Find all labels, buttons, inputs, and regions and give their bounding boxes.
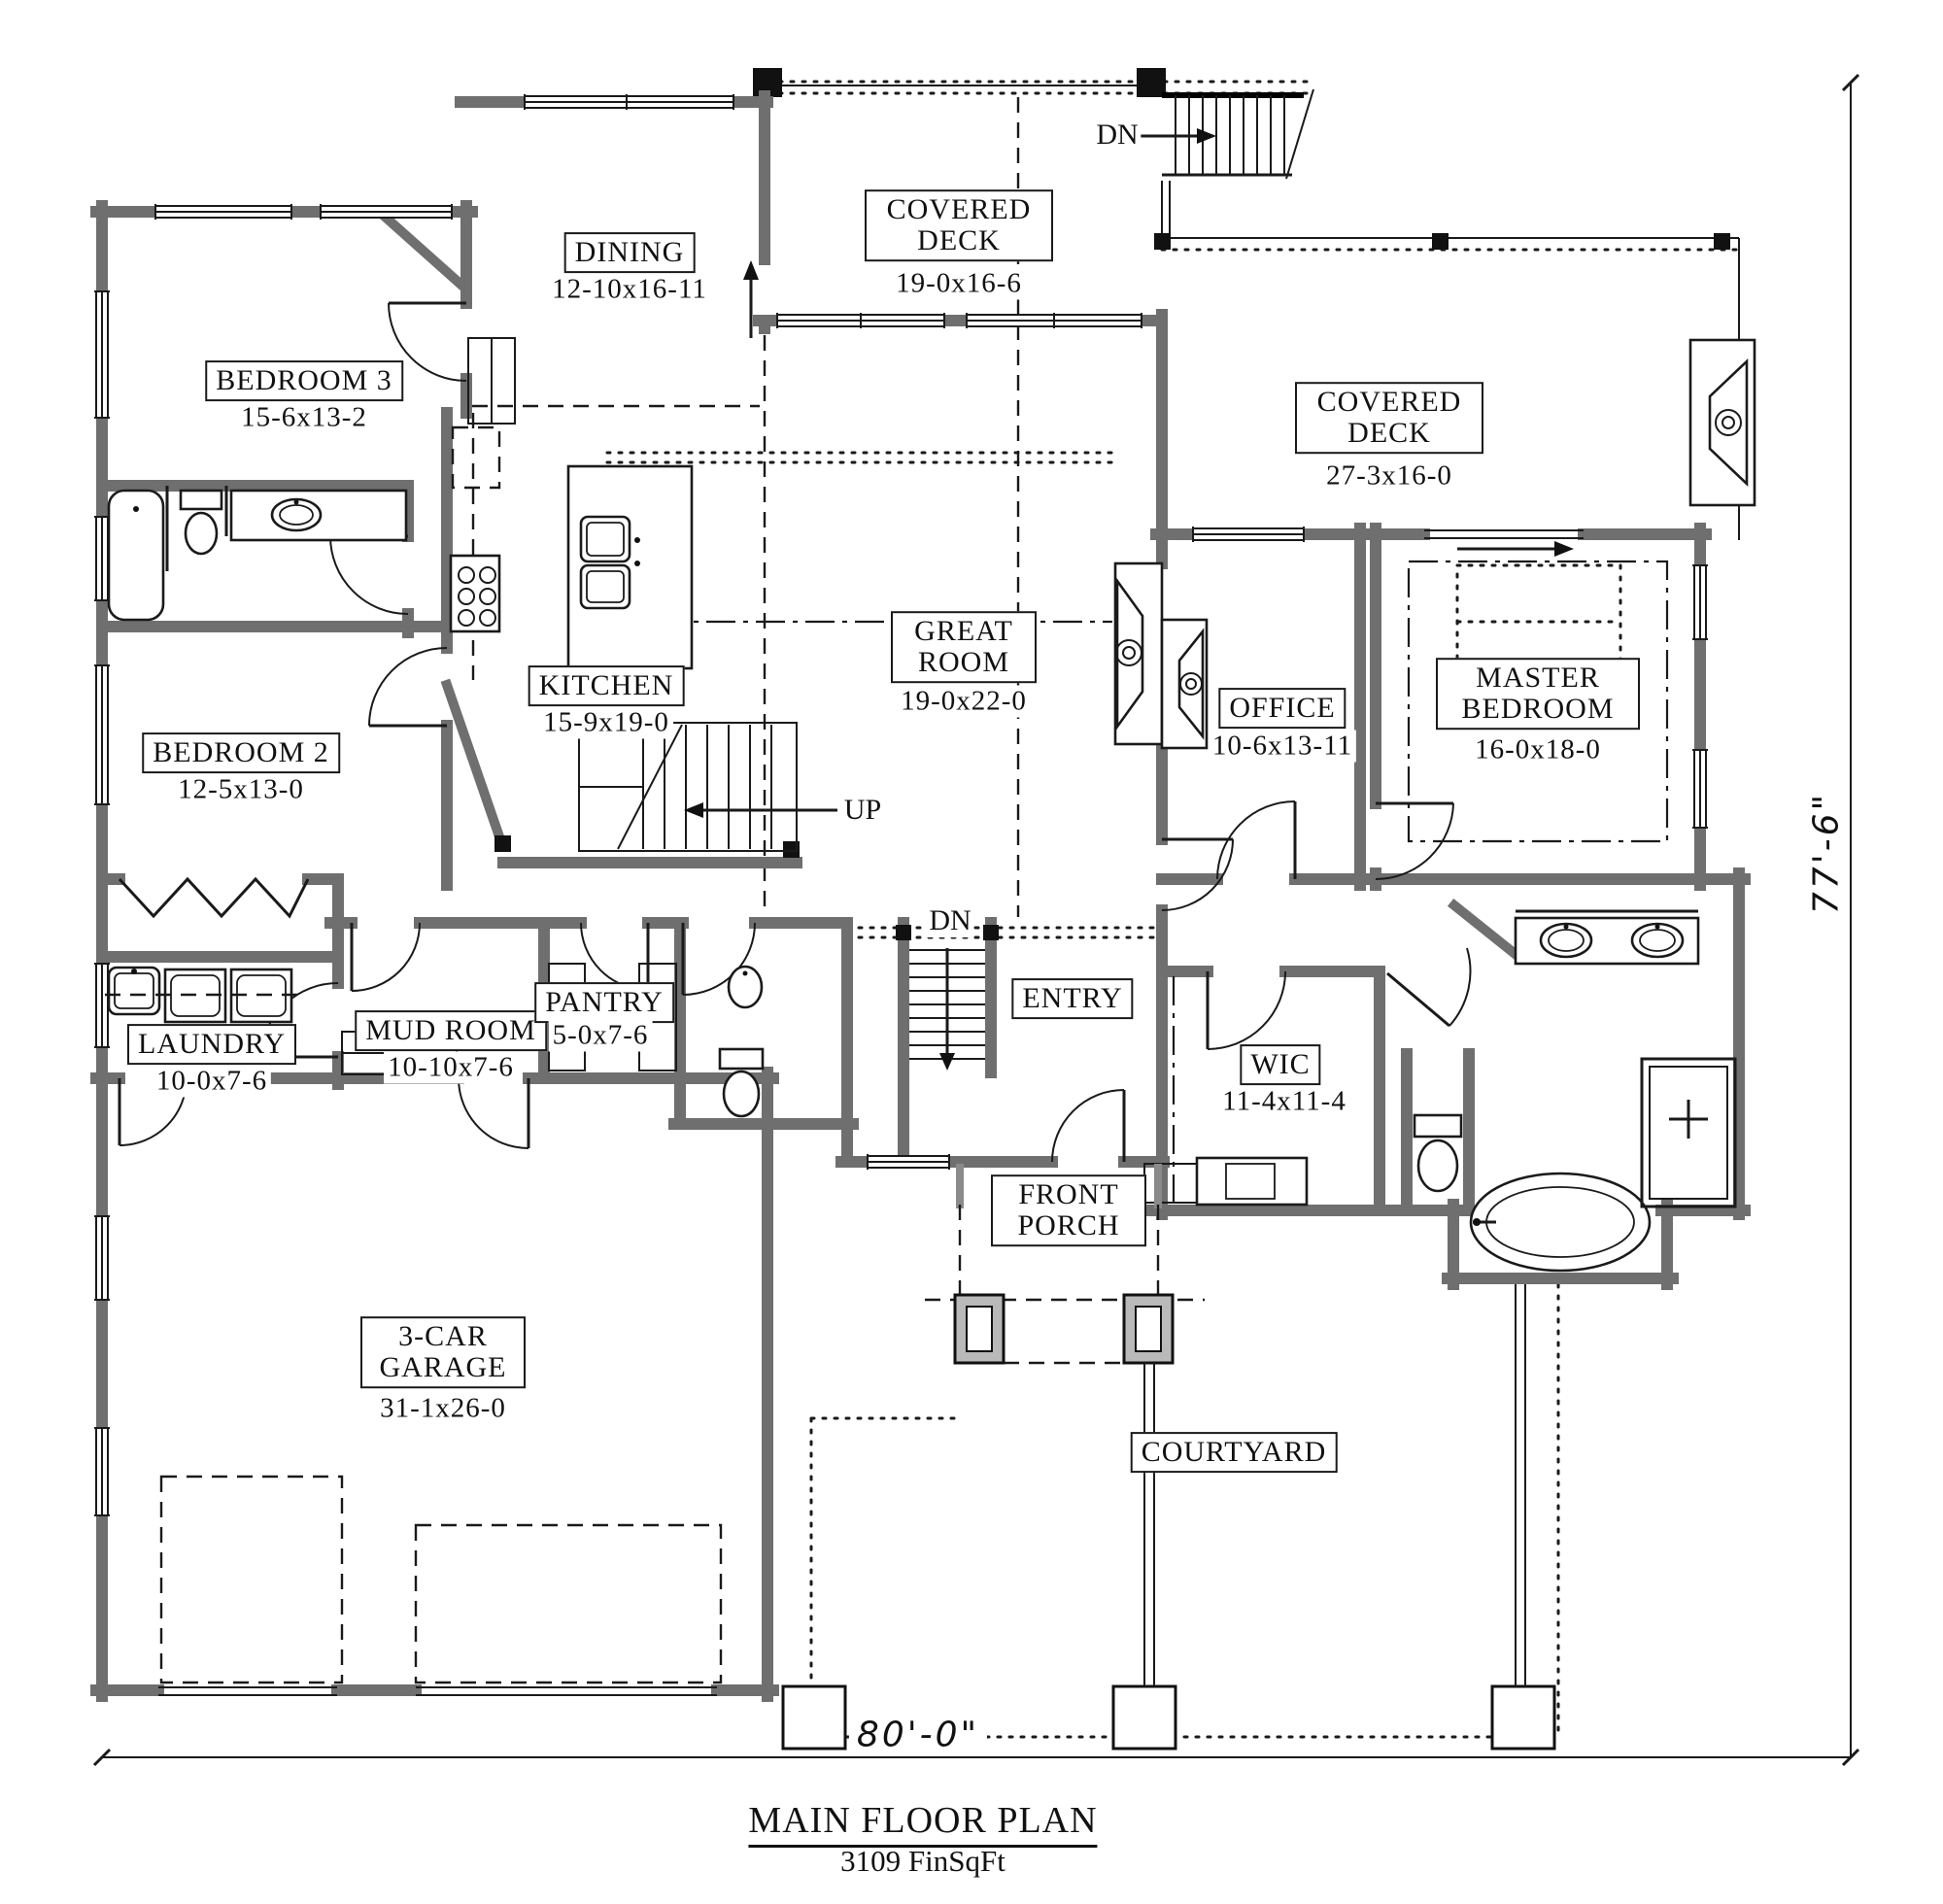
- window: [1692, 749, 1708, 829]
- room-label-master-bedroom: MASTER BEDROOM: [1436, 658, 1640, 730]
- overall-width-dimension: 80'-0": [848, 1715, 988, 1755]
- window: [94, 290, 110, 419]
- powder-fixtures: [718, 965, 765, 1118]
- window: [320, 204, 453, 220]
- room-dims-mud-room: 10-10x7-6: [384, 1051, 518, 1084]
- room-label-front-porch: FRONT PORCH: [991, 1174, 1146, 1246]
- room-label-office: OFFICE: [1218, 688, 1346, 729]
- walls: [90, 90, 1751, 1702]
- wall-corner-blocks: [494, 835, 800, 858]
- porch-columns: [953, 1293, 1175, 1365]
- master-bath-fixtures: [1172, 909, 1737, 1273]
- room-label-pantry: PANTRY: [534, 982, 674, 1023]
- bedroom2-closet: [118, 876, 310, 919]
- stairs-dn-deck-label: DN: [1093, 119, 1142, 152]
- room-dims-garage: 31-1x26-0: [376, 1392, 510, 1425]
- room-dims-dining: 12-10x16-11: [548, 273, 711, 306]
- room-dims-laundry: 10-0x7-6: [152, 1065, 272, 1098]
- room-dims-covered-deck-right: 27-3x16-0: [1322, 459, 1456, 493]
- room-label-courtyard: COURTYARD: [1130, 1432, 1338, 1473]
- angled-walls: [376, 208, 1525, 964]
- room-label-bedroom3: BEDROOM 3: [205, 360, 403, 401]
- window: [94, 1427, 110, 1516]
- room-dims-pantry: 5-0x7-6: [548, 1019, 653, 1052]
- kitchen-fixtures: [449, 337, 694, 670]
- overall-height-dimension: 77'-6": [1806, 783, 1847, 923]
- doors: [118, 260, 1584, 1163]
- room-dims-bedroom3: 15-6x13-2: [237, 401, 371, 434]
- window: [966, 313, 1142, 328]
- room-dims-wic: 11-4x11-4: [1218, 1085, 1350, 1118]
- double-fireplace: [1113, 561, 1209, 750]
- room-label-covered-deck-right: COVERED DECK: [1295, 382, 1483, 454]
- plan-subtitle: 3109 FinSqFt: [840, 1844, 1006, 1878]
- deck-down-stairs: [1137, 88, 1314, 180]
- porch-outline: [925, 1164, 1205, 1365]
- window: [776, 313, 945, 328]
- room-dims-bedroom2: 12-5x13-0: [174, 773, 308, 806]
- plan-title: MAIN FLOOR PLAN: [748, 1799, 1098, 1848]
- dimension-lines: [92, 73, 1860, 1767]
- stairs-dn-entry-label: DN: [926, 904, 974, 937]
- room-dims-great-room: 19-0x22-0: [897, 685, 1031, 718]
- window: [1192, 527, 1305, 542]
- room-label-garage: 3-CAR GARAGE: [360, 1316, 526, 1388]
- room-dims-master-bedroom: 16-0x18-0: [1471, 733, 1605, 766]
- room-label-mud-room: MUD ROOM: [355, 1010, 547, 1051]
- room-label-covered-deck-top: COVERED DECK: [865, 189, 1053, 261]
- garage-doors: [158, 1475, 723, 1696]
- windows: [94, 94, 1708, 1516]
- room-dims-kitchen: 15-9x19-0: [539, 706, 673, 739]
- room-label-bedroom2: BEDROOM 2: [142, 732, 340, 773]
- window: [94, 664, 110, 805]
- outdoor-fireplace: [1688, 338, 1756, 507]
- room-label-laundry: LAUNDRY: [126, 1024, 297, 1065]
- window: [94, 516, 110, 601]
- courtyard-railings: [1143, 1284, 1526, 1686]
- window: [867, 1154, 950, 1170]
- window: [1692, 564, 1708, 640]
- window: [94, 963, 110, 1048]
- room-dims-covered-deck-top: 19-0x16-6: [892, 267, 1026, 300]
- roof-overhang-lines: [766, 80, 1741, 1739]
- laundry-fixtures: [105, 966, 297, 1024]
- courtyard-columns: [781, 1684, 1556, 1751]
- hall-bath-fixtures: [107, 486, 408, 622]
- window: [524, 94, 734, 110]
- room-label-dining: DINING: [563, 232, 696, 273]
- window: [154, 204, 292, 220]
- wic-fixtures: [1143, 1156, 1309, 1207]
- room-dims-office: 10-6x13-11: [1208, 730, 1357, 763]
- room-label-entry: ENTRY: [1011, 978, 1134, 1019]
- window: [94, 1215, 110, 1301]
- basement-stairs: [896, 925, 999, 1071]
- deck-edges: [767, 85, 1740, 540]
- stairs-up-label: UP: [840, 794, 885, 827]
- room-label-kitchen: KITCHEN: [528, 665, 685, 706]
- room-label-wic: WIC: [1240, 1044, 1321, 1085]
- room-label-great-room: GREAT ROOM: [891, 611, 1037, 683]
